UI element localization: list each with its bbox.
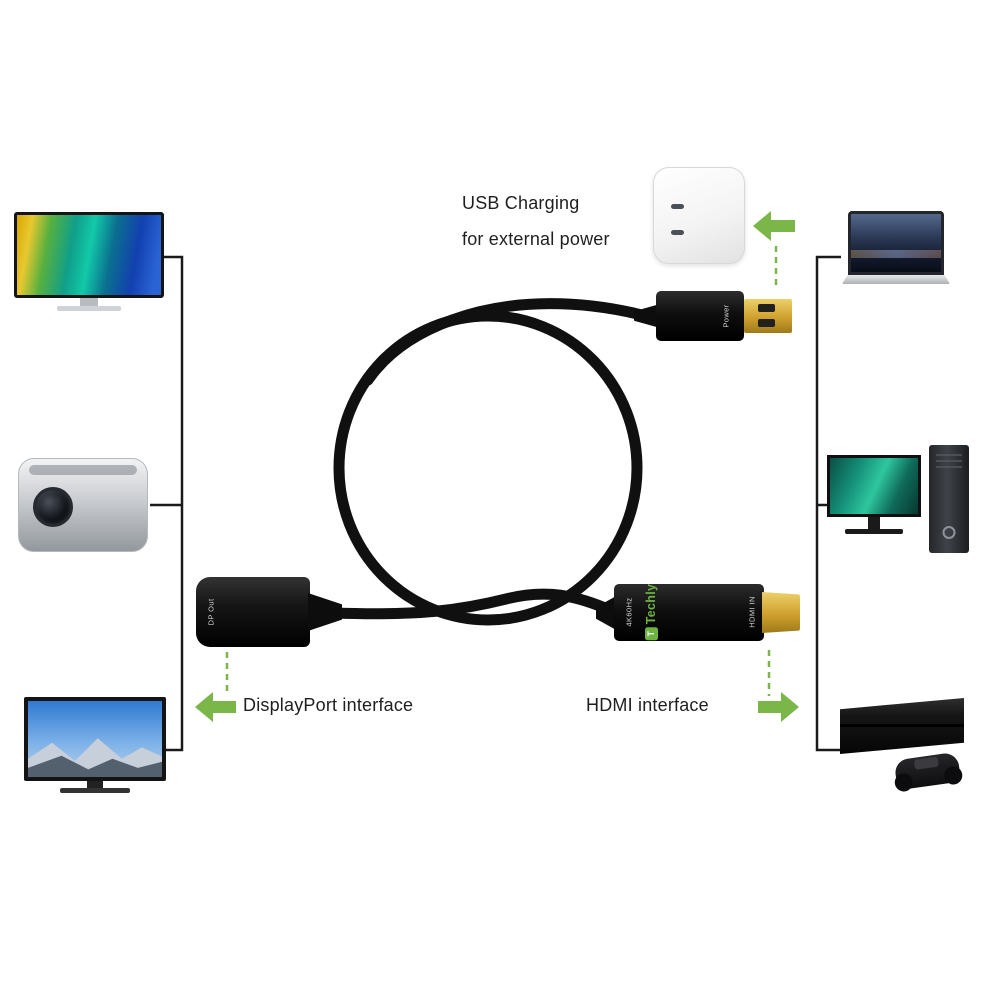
techly-brand-name: Techly: [644, 583, 658, 625]
projector-lens: [33, 487, 73, 527]
console-body: [840, 698, 964, 754]
projector-device: [18, 452, 148, 558]
projector-body: [18, 458, 148, 552]
usb-strain-relief: [634, 304, 660, 328]
pc-tower: [929, 445, 969, 553]
charger-usb-port-2: [671, 230, 684, 235]
desktop-monitor: [827, 455, 921, 534]
monitor-device-bottom-left: [24, 697, 166, 793]
monitor-device-top-left: [14, 212, 164, 311]
projector-top-strip: [29, 465, 137, 475]
dp-out-label: DP Out: [206, 598, 216, 626]
usb-wall-charger: [653, 167, 745, 264]
dp-strain-relief: [308, 593, 342, 631]
usb-gold-plug: [744, 299, 792, 333]
hdmi-in-label: HDMI IN: [747, 596, 757, 628]
desktop-monitor-base: [845, 529, 903, 534]
dp-arrow-left-icon: [195, 692, 236, 722]
pc-tower-logo: [942, 526, 956, 539]
laptop-wallpaper-skyline: [851, 250, 941, 258]
usb-arrow-left-icon: [753, 211, 795, 241]
usb-power-label: Power: [721, 304, 731, 328]
laptop-keyboard-base: [842, 275, 950, 284]
game-console-device: [840, 690, 970, 805]
techly-logo-icon: T: [644, 627, 658, 641]
hdmi-connector: 4K60Hz T Techly HDMI IN: [594, 583, 804, 643]
desktop-monitor-screen: [827, 455, 921, 517]
monitor-bottom-left-stand: [87, 781, 103, 788]
console-seam: [840, 723, 964, 727]
usb-plug-hole-2: [758, 319, 775, 327]
dp-adapter-body: [196, 577, 310, 647]
hdmi-gold-plug: [762, 592, 800, 633]
cable-usb-lead: [362, 298, 648, 386]
monitor-top-left-base: [57, 306, 121, 311]
displayport-adapter: DP Out: [196, 577, 346, 649]
usb-charging-label-line2: for external power: [462, 229, 610, 249]
controller-right-grip: [943, 765, 964, 786]
laptop-screen: [848, 211, 944, 275]
monitor-top-left-screen: [14, 212, 164, 298]
cable-loop: [333, 310, 643, 626]
monitor-bottom-left-screen: [24, 697, 166, 781]
cable-bottom-lead: [329, 588, 618, 620]
displayport-interface-label: DisplayPort interface: [243, 695, 414, 715]
hdmi-spec-label: 4K60Hz: [624, 597, 634, 627]
usb-plug-hole-1: [758, 304, 775, 312]
hdmi-interface-label: HDMI interface: [586, 695, 709, 715]
cable: [329, 298, 648, 626]
desktop-pc-device: [827, 443, 969, 565]
pc-tower-vents: [936, 454, 962, 472]
usb-connector-body: [656, 291, 744, 341]
usb-power-connector: Power: [626, 288, 796, 344]
hdmi-connector-body: [614, 584, 764, 641]
left-bracket-line: [150, 255, 184, 752]
usb-charging-label-line1: USB Charging: [462, 193, 580, 213]
laptop-device: [842, 211, 950, 284]
monitor-bottom-left-base: [60, 788, 130, 793]
monitor-top-left-stand: [80, 298, 98, 306]
charger-usb-port-1: [671, 204, 684, 209]
hdmi-arrow-right-icon: [758, 692, 799, 722]
controller-left-grip: [893, 772, 914, 793]
desktop-monitor-stand: [868, 517, 880, 529]
techly-brand-logo: T Techly: [644, 583, 658, 641]
controller-touchpad: [913, 756, 939, 770]
controller-body: [893, 751, 964, 793]
game-controller: [893, 751, 964, 799]
